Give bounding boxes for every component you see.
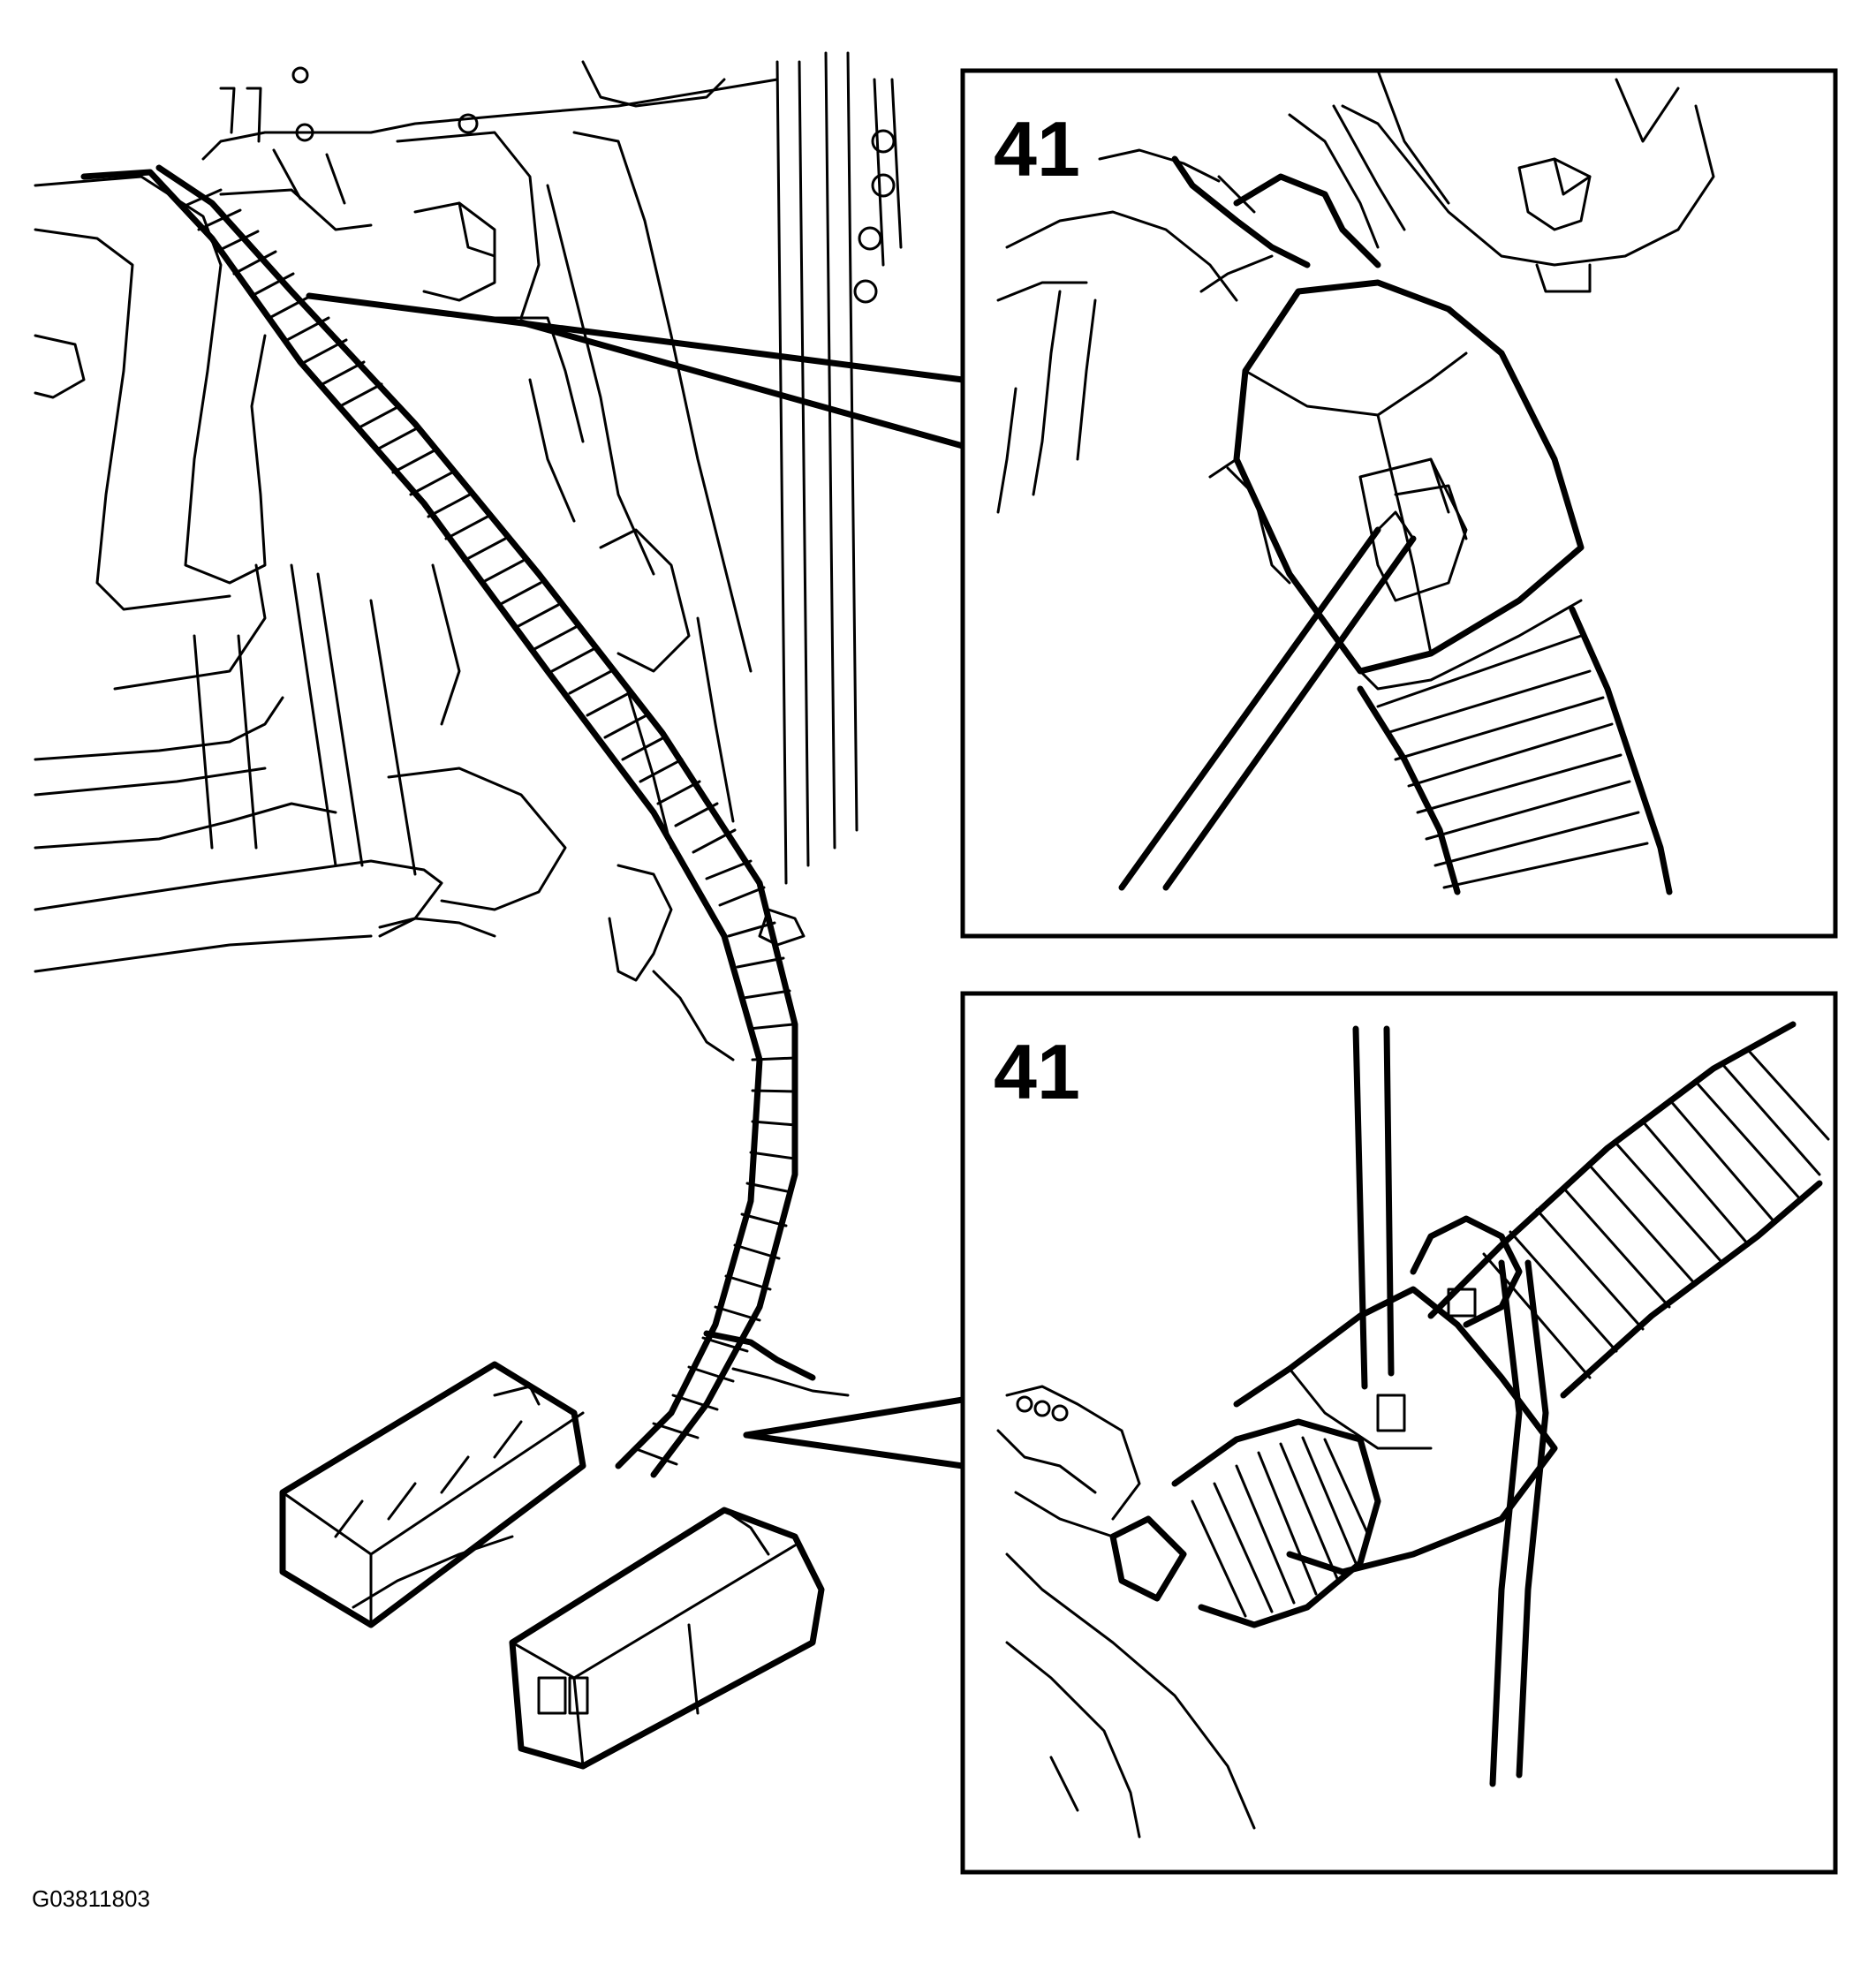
inset-bottom-drawing: [996, 1021, 1830, 1839]
callout-leader-top: [306, 292, 966, 449]
detail-inset-top: [960, 68, 1838, 939]
corrugated-wiring-harness: [80, 164, 850, 1478]
figure-id-label: G03811803: [32, 1885, 150, 1912]
inset-bottom-callout-number: 41: [994, 1028, 1080, 1115]
harness-connector-large: [279, 1361, 586, 1628]
detail-inset-bottom: [960, 991, 1838, 1875]
inset-top-callout-number: 41: [994, 105, 1080, 193]
callout-leader-bottom: [743, 1396, 966, 1469]
harness-connector-small: [509, 1507, 825, 1770]
inset-top-drawing: [996, 69, 1715, 895]
vehicle-interior-structure: [34, 51, 903, 1061]
